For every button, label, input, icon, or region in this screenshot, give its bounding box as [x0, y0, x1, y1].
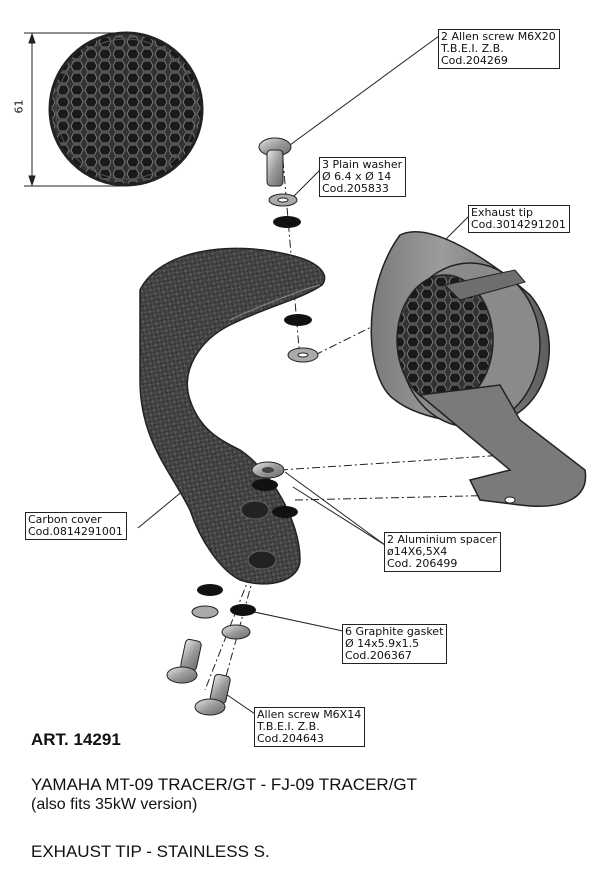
callout-line: T.B.E.I. Z.B.	[441, 42, 504, 55]
callout-aluminium-spacer: 2 Aluminium spacer ø14X6,5X4 Cod. 206499	[384, 532, 501, 572]
product-description: EXHAUST TIP - STAINLESS S.	[31, 842, 270, 861]
callout-line: 2 Allen screw M6X20	[441, 30, 556, 43]
graphite-gaskets	[197, 216, 312, 616]
callout-line: Cod.205833	[322, 182, 389, 195]
exhaust-tip	[370, 231, 587, 507]
diameter-dimension	[24, 32, 124, 187]
diameter-label: 61	[12, 99, 26, 114]
callout-line: 2 Aluminium spacer	[387, 533, 497, 546]
plain-washers	[191, 193, 319, 619]
allen-screw-m6x14-pair	[166, 638, 231, 716]
callout-allen-screw-m6x20: 2 Allen screw M6X20 T.B.E.I. Z.B. Cod.20…	[438, 29, 560, 69]
allen-screw-m6x20	[258, 137, 292, 187]
aluminium-spacers	[221, 461, 285, 640]
callout-line: ø14X6,5X4	[387, 545, 448, 558]
callout-graphite-gasket: 6 Graphite gasket Ø 14x5.9x1.5 Cod.20636…	[342, 624, 448, 664]
callout-line: Cod.204643	[257, 732, 324, 745]
callout-line: 3 Plain washer	[322, 158, 403, 171]
callout-line: Carbon cover	[28, 513, 102, 526]
power-version-note: (also fits 35kW version)	[31, 796, 198, 813]
callout-line: Ø 14x5.9x1.5	[345, 637, 420, 650]
callout-line: Cod.206367	[345, 649, 412, 662]
article-number: ART. 14291	[31, 730, 121, 749]
callout-plain-washer: 3 Plain washer Ø 6.4 x Ø 14 Cod.205833	[319, 157, 407, 197]
callout-line: Exhaust tip	[471, 206, 534, 219]
callout-exhaust-tip: Exhaust tip Cod.3014291201	[468, 205, 570, 233]
mesh-disc	[48, 31, 204, 187]
callout-line: T.B.E.I. Z.B.	[257, 720, 320, 733]
model-compatibility: YAMAHA MT-09 TRACER/GT - FJ-09 TRACER/GT	[31, 775, 418, 794]
callout-line: Allen screw M6X14	[257, 708, 362, 721]
leader-lines	[137, 35, 470, 715]
callout-line: Cod.0814291001	[28, 525, 123, 538]
callout-line: Cod.3014291201	[471, 218, 566, 231]
callout-carbon-cover: Carbon cover Cod.0814291001	[25, 512, 127, 540]
callout-line: Cod. 206499	[387, 557, 458, 570]
callout-line: Ø 6.4 x Ø 14	[322, 170, 392, 183]
callout-allen-screw-m6x14: Allen screw M6X14 T.B.E.I. Z.B. Cod.2046…	[254, 707, 366, 747]
carbon-cover	[139, 247, 326, 585]
callout-line: Cod.204269	[441, 54, 508, 67]
callout-line: 6 Graphite gasket	[345, 625, 444, 638]
